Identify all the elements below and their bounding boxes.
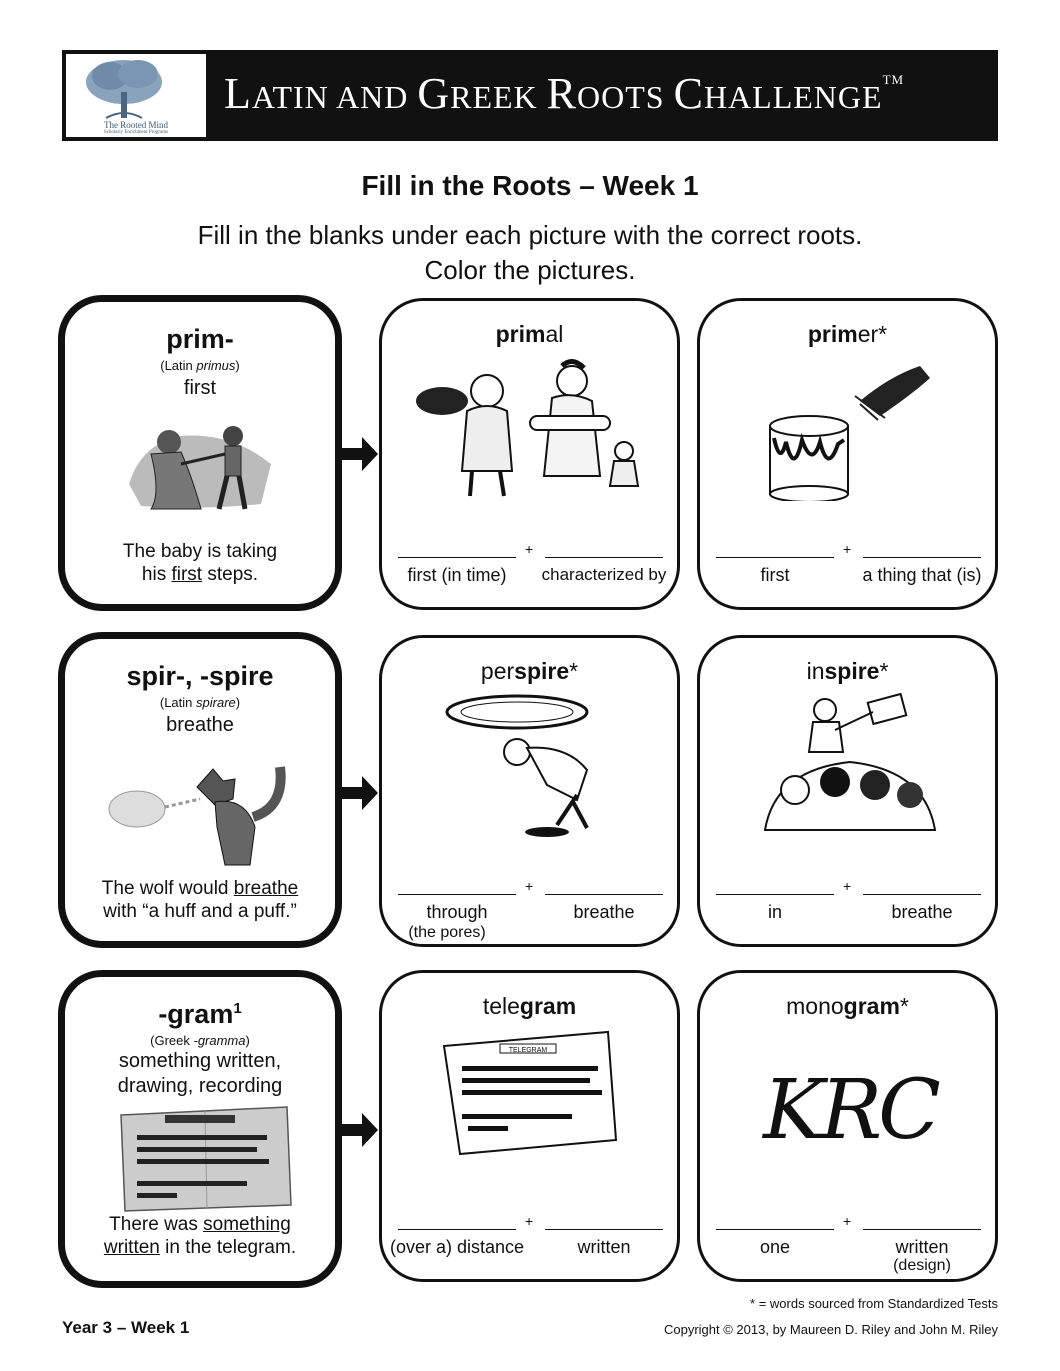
- answer-blank-1[interactable]: [398, 557, 516, 558]
- blank-label-2-note: (design): [893, 1257, 951, 1274]
- teacher-and-students-picture: [763, 692, 937, 831]
- paint-can-and-brush-picture: [769, 366, 930, 501]
- word-card-primal: primal + first (in time) characterized b…: [379, 298, 680, 610]
- root-meaning: first: [183, 377, 217, 399]
- answer-blank-2[interactable]: [863, 894, 981, 895]
- answer-blank-2[interactable]: [545, 894, 663, 895]
- answer-blank-1[interactable]: [398, 894, 516, 895]
- word-title: telegram: [482, 993, 577, 1019]
- blank-label-1-note: (the pores): [408, 924, 486, 941]
- word-card-inspire: inspire* + in breathe: [697, 635, 998, 947]
- footer-note: * = words sourced from Standardized Test…: [750, 1296, 998, 1311]
- root-example-line-1: There was something: [109, 1214, 291, 1235]
- root-origin: (Latin primus): [160, 358, 240, 373]
- root-card-prim: prim- (Latin primus) first The baby is t…: [58, 295, 342, 611]
- word-title: monogram*: [786, 993, 909, 1019]
- root-meaning-line-1: something written,: [118, 1050, 282, 1072]
- root-name: -gram1: [158, 999, 242, 1029]
- arrow-right-icon: [340, 437, 378, 471]
- blank-label-2: characterized by: [541, 565, 667, 584]
- arrow-right-icon: [340, 1113, 378, 1147]
- answer-blank-2[interactable]: [545, 557, 663, 558]
- plus-sign: +: [525, 541, 534, 557]
- root-meaning-line-2: drawing, recording: [117, 1075, 283, 1097]
- word-card-perspire: perspire* + through breathe (the pores): [379, 635, 680, 947]
- svg-text:TELEGRAM: TELEGRAM: [509, 1047, 548, 1054]
- root-card-gram: -gram1 (Greek -gramma) something written…: [58, 970, 342, 1288]
- root-origin: (Greek -gramma): [150, 1033, 250, 1048]
- root-card-spir: spir-, -spire (Latin spirare) breathe Th…: [58, 632, 342, 948]
- telegram-picture: TELEGRAM: [442, 1030, 618, 1156]
- page-title: Fill in the Roots – Week 1: [361, 170, 699, 201]
- root-meaning: breathe: [166, 714, 234, 736]
- word-card-monogram: monogram* KRC + one written (design): [697, 970, 998, 1282]
- banner-title: LATIN AND GREEK ROOTS CHALLENGETM: [224, 69, 905, 118]
- blank-label-1: in: [767, 902, 782, 922]
- instructions-line-2: Color the pictures.: [424, 255, 636, 285]
- logo-subtitle: Scholarly Enrichment Programs: [103, 130, 169, 135]
- root-example-line-2: written in the telegram.: [103, 1237, 297, 1258]
- baby-steps-picture: [129, 426, 271, 510]
- root-example-line-2: with “a huff and a puff.”: [103, 901, 297, 922]
- answer-blank-2[interactable]: [863, 557, 981, 558]
- instructions-line-1: Fill in the blanks under each picture wi…: [197, 220, 863, 250]
- header-banner: The Rooted Mind Scholarly Enrichment Pro…: [62, 50, 998, 141]
- blank-label-1: first: [760, 565, 790, 585]
- blank-label-1: (over a) distance: [389, 1237, 525, 1257]
- blank-label-1: one: [759, 1237, 791, 1257]
- answer-blank-1[interactable]: [716, 1229, 834, 1230]
- footer-week: Year 3 – Week 1: [62, 1318, 190, 1337]
- trademark: TM: [882, 72, 905, 87]
- word-title: primer*: [807, 321, 888, 347]
- blank-label-2: a thing that (is): [862, 565, 982, 585]
- word-title: primal: [495, 321, 564, 347]
- word-card-primer: primer* + first a thing that (is): [697, 298, 998, 610]
- plus-sign: +: [525, 878, 534, 894]
- logo: The Rooted Mind Scholarly Enrichment Pro…: [66, 54, 206, 137]
- blank-label-2: breathe: [891, 902, 953, 922]
- answer-blank-2[interactable]: [545, 1229, 663, 1230]
- tree-icon: [86, 60, 162, 119]
- word-title: perspire*: [480, 658, 579, 684]
- wolf-blowing-picture: [108, 766, 286, 866]
- answer-blank-2[interactable]: [863, 1229, 981, 1230]
- blank-label-2: written: [895, 1237, 949, 1257]
- word-title: inspire*: [806, 658, 889, 684]
- logo-name: The Rooted Mind: [104, 120, 168, 130]
- answer-blank-1[interactable]: [716, 557, 834, 558]
- monogram-letters: KRC: [763, 1063, 941, 1158]
- answer-blank-1[interactable]: [716, 894, 834, 895]
- root-name: prim-: [166, 324, 234, 354]
- root-origin: (Latin spirare): [159, 695, 241, 710]
- blank-label-1: through: [426, 902, 488, 922]
- root-example-line-1: The baby is taking: [122, 541, 278, 562]
- footer-copyright: Copyright © 2013, by Maureen D. Riley an…: [663, 1322, 998, 1337]
- arrow-right-icon: [340, 776, 378, 810]
- plus-sign: +: [843, 878, 852, 894]
- blank-label-2: written: [577, 1237, 631, 1257]
- root-name: spir-, -spire: [126, 661, 274, 691]
- root-example-line-2: his first steps.: [141, 564, 259, 585]
- answer-blank-1[interactable]: [398, 1229, 516, 1230]
- sweating-man-picture: [445, 694, 589, 837]
- cavemen-picture: [416, 359, 640, 497]
- blank-label-2: breathe: [573, 902, 635, 922]
- root-example-line-1: The wolf would breathe: [101, 878, 299, 899]
- telegram-paper-picture: [120, 1106, 292, 1212]
- word-card-telegram: telegram TELEGRAM + (over a) distance wr…: [379, 970, 680, 1282]
- plus-sign: +: [525, 1213, 534, 1229]
- blank-label-1: first (in time): [407, 565, 507, 585]
- plus-sign: +: [843, 541, 852, 557]
- plus-sign: +: [843, 1213, 852, 1229]
